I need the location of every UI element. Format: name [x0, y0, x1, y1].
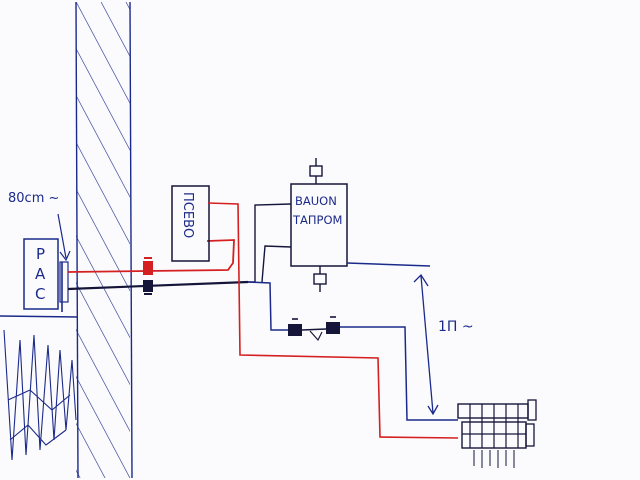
pac-dimension-label: 80cm ~: [8, 191, 59, 206]
blue-pipe-boiler-bottom: [261, 245, 292, 283]
boiler-top-fitting: [309, 158, 323, 184]
boiler-label-line1: BAUON: [295, 194, 337, 208]
pac-unit: [23, 238, 59, 310]
red-pipe-circuit: [207, 202, 459, 439]
boiler-bottom-fitting: [313, 266, 327, 292]
mixing-valve-group: [288, 316, 340, 342]
blue-pipe-return: [67, 280, 249, 291]
height-arrow: [413, 273, 439, 416]
tank-pacbo-label: ПСЕВО: [180, 192, 195, 238]
valve-red-body: [143, 261, 153, 275]
wall-hatch: [76, 2, 130, 478]
collector-manifold: [457, 399, 537, 468]
boiler-label-line2: ТАПРОМ: [292, 213, 342, 227]
height-label: 1П ~: [438, 319, 474, 335]
valve-blue: [143, 280, 153, 295]
valve-red: [143, 257, 153, 275]
wall: [75, 1, 133, 479]
boiler-unit: [290, 183, 348, 267]
wall-edge-left: [75, 1, 79, 479]
pac-letter-c: C: [35, 285, 45, 303]
wall-edge-right: [129, 1, 133, 479]
blue-pipe-main: [247, 262, 431, 331]
tank-pacbo: [171, 185, 210, 262]
valve-blue-body: [143, 280, 153, 292]
dimension-arrow: [57, 213, 71, 262]
blue-pipe-to-collector: [340, 326, 458, 421]
pac-connector: [59, 261, 69, 303]
ground-scribble: [3, 329, 77, 461]
blue-pipe-boiler-in: [248, 203, 292, 283]
pac-letter-a: A: [35, 265, 46, 283]
ground-line: [0, 315, 79, 318]
pac-letter-p: P: [36, 245, 45, 263]
pac-label: P A C: [35, 245, 50, 303]
red-pipe-supply: [67, 239, 235, 273]
